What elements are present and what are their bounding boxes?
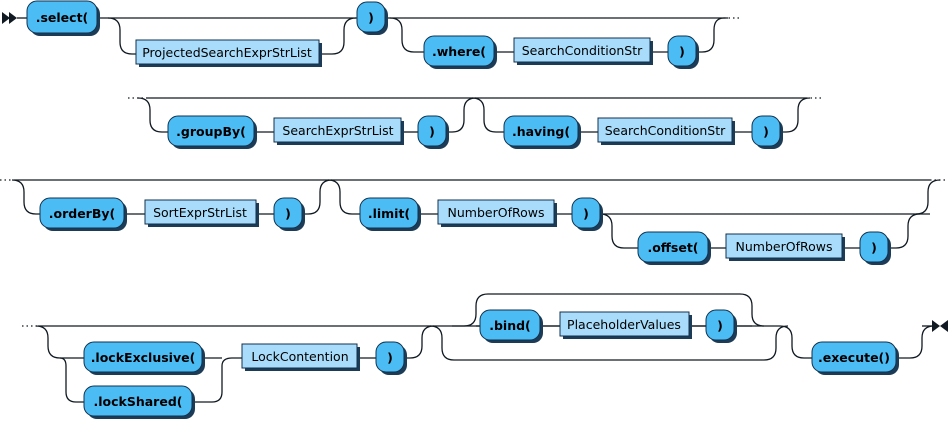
terminal-select-close: ) <box>356 1 388 35</box>
terminal-orderby-close: ) <box>273 197 305 231</box>
terminal-select-label: .select( <box>36 10 89 25</box>
start-marker-icon <box>2 12 10 24</box>
terminal-having-label: .having( <box>512 124 570 139</box>
nonterminal-orderby-list-label: SortExprStrList <box>153 205 247 220</box>
terminal-orderby-label: .orderBy( <box>49 206 115 221</box>
terminal-orderby-close-label: ) <box>285 206 291 221</box>
nonterminal-projected-search-expr-str-list: ProjectedSearchExprStrList <box>135 39 322 67</box>
terminal-bind-label: .bind( <box>489 318 531 333</box>
nonterminal-search-expr-str-list: SearchExprStrList <box>273 117 404 145</box>
terminal-bind: .bind( <box>479 309 543 343</box>
terminal-lock-close-label: ) <box>387 350 393 365</box>
nonterminal-number-of-rows-offset: NumberOfRows <box>725 233 845 261</box>
terminal-having: .having( <box>503 115 581 149</box>
terminal-limit-close-label: ) <box>583 206 589 221</box>
terminal-groupby: .groupBy( <box>167 115 257 149</box>
terminal-bind-close-label: ) <box>717 318 723 333</box>
terminal-execute: .execute() <box>811 341 899 375</box>
terminal-where: .where( <box>423 35 497 69</box>
terminal-lock-shared-label: .lockShared( <box>94 394 183 409</box>
terminal-limit-close: ) <box>571 197 603 231</box>
nonterminal-lock-contention: LockContention <box>241 343 360 371</box>
terminal-execute-label: .execute() <box>818 350 890 365</box>
terminal-lock-close: ) <box>375 341 407 375</box>
terminal-where-close-label: ) <box>679 44 685 59</box>
row-3-lines <box>0 179 946 249</box>
nonterminal-groupby-list-label: SearchExprStrList <box>282 123 393 138</box>
nonterminal-sort-expr-str-list: SortExprStrList <box>144 199 259 227</box>
terminal-having-close: ) <box>751 115 783 149</box>
nonterminal-where-cond-label: SearchConditionStr <box>522 43 643 58</box>
nonterminal-lock-contention-label: LockContention <box>251 349 348 364</box>
terminal-groupby-close-label: ) <box>429 124 435 139</box>
terminal-offset: .offset( <box>637 231 711 265</box>
terminal-where-label: .where( <box>432 44 486 59</box>
terminal-bind-close: ) <box>705 309 737 343</box>
nonterminal-limit-rows-label: NumberOfRows <box>448 205 545 220</box>
nonterminal-number-of-rows-limit: NumberOfRows <box>437 199 557 227</box>
terminal-lock-exclusive-label: .lockExclusive( <box>91 350 196 365</box>
terminal-limit: .limit( <box>359 197 421 231</box>
terminal-groupby-close: ) <box>417 115 449 149</box>
terminal-select: .select( <box>26 0 100 36</box>
nonterminal-having-cond-label: SearchConditionStr <box>605 123 726 138</box>
terminal-having-close-label: ) <box>763 124 769 139</box>
terminal-offset-label: .offset( <box>647 240 698 255</box>
terminal-offset-close: ) <box>859 231 891 265</box>
nonterminal-search-condition-str-where: SearchConditionStr <box>513 37 653 65</box>
terminal-lock-shared: .lockShared( <box>83 385 195 419</box>
row-2-lines <box>128 97 822 133</box>
end-marker-icon <box>932 320 940 332</box>
terminal-orderby: .orderBy( <box>39 197 127 231</box>
terminal-lock-exclusive: .lockExclusive( <box>83 341 205 375</box>
terminal-limit-label: .limit( <box>368 206 410 221</box>
nonterminal-search-condition-str-having: SearchConditionStr <box>597 117 735 145</box>
nonterminal-bind-values-label: PlaceholderValues <box>567 317 681 332</box>
terminal-groupby-label: .groupBy( <box>176 124 246 139</box>
nonterminal-placeholder-values: PlaceholderValues <box>559 311 692 339</box>
terminal-select-close-label: ) <box>368 10 374 25</box>
terminal-where-close: ) <box>667 35 699 69</box>
nonterminal-offset-rows-label: NumberOfRows <box>736 239 833 254</box>
terminal-offset-close-label: ) <box>871 240 877 255</box>
nonterminal-projected-label: ProjectedSearchExprStrList <box>142 45 312 60</box>
row-1-lines <box>2 12 740 55</box>
